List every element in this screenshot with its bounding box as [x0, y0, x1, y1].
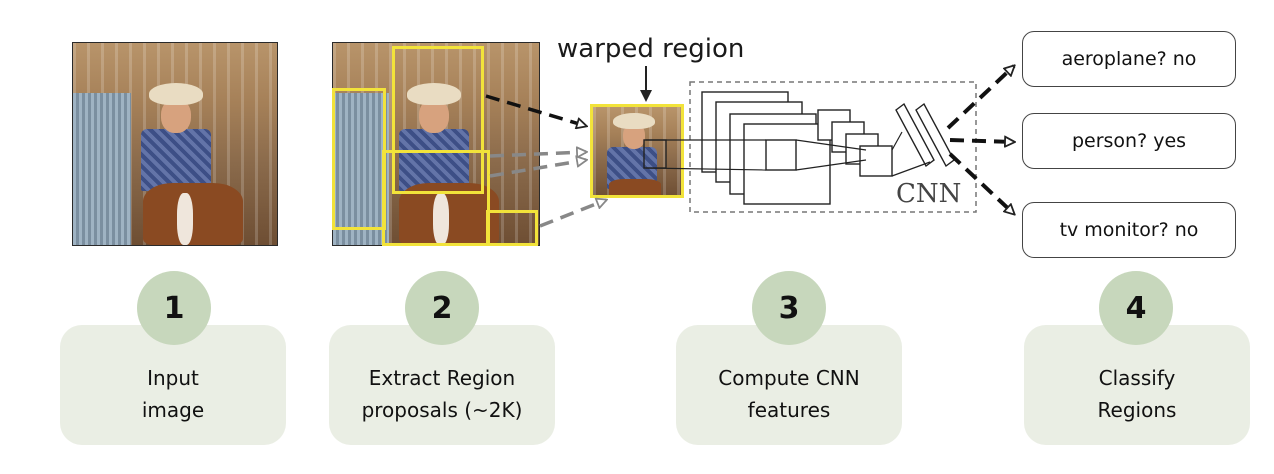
- rider-shirt: [399, 129, 469, 191]
- step-label: Extract Region proposals (~2K): [361, 366, 523, 422]
- arrow-output-3: [948, 152, 1014, 214]
- horse: [143, 183, 243, 245]
- step-card-1: Input image: [60, 325, 286, 445]
- output-tv-monitor: tv monitor? no: [1022, 202, 1236, 258]
- proposals-image: [332, 42, 540, 246]
- arrow-output-2: [949, 140, 1014, 142]
- proposal-box-person: [392, 46, 484, 194]
- proposal-box-horse: [382, 150, 490, 246]
- cnn-layer-2: [817, 109, 893, 177]
- horse-blaze: [433, 193, 449, 245]
- horse-blaze: [177, 193, 193, 245]
- horse: [609, 179, 661, 197]
- output-person: person? yes: [1022, 113, 1236, 169]
- step-label: Compute CNN features: [718, 366, 860, 422]
- cnn-enclosure: [689, 81, 977, 213]
- step-number-4: 4: [1099, 271, 1173, 345]
- step-number-3: 3: [752, 271, 826, 345]
- rider-face: [623, 123, 645, 149]
- cnn-kernel-box: [765, 139, 797, 171]
- cnn-label: CNN: [896, 179, 961, 209]
- rider-shirt: [141, 129, 211, 191]
- warped-label-pointer: [640, 66, 652, 102]
- cnn-fc-layers: [895, 102, 955, 168]
- fence-panel: [333, 93, 389, 245]
- fence-panel: [73, 93, 131, 245]
- warped-region-frame: [590, 104, 684, 198]
- step-card-4: Classify Regions: [1024, 325, 1250, 445]
- step-label: Classify Regions: [1097, 366, 1177, 422]
- cnn-projection-lines: [645, 131, 931, 177]
- step-label: Input image: [141, 366, 205, 422]
- arrow-proposal-4: [539, 200, 606, 228]
- step-card-3: Compute CNN features: [676, 325, 902, 445]
- arrow-output-1: [946, 66, 1014, 130]
- step-card-2: Extract Region proposals (~2K): [329, 325, 555, 445]
- proposal-box-small: [486, 210, 538, 246]
- output-aeroplane: aeroplane? no: [1022, 31, 1236, 87]
- proposal-box-panel: [332, 88, 386, 230]
- rider-hat: [149, 83, 203, 105]
- rider-hat: [407, 83, 461, 105]
- step-number-2: 2: [405, 271, 479, 345]
- step-number-1: 1: [137, 271, 211, 345]
- input-image: [72, 42, 278, 246]
- warped-region-label: warped region: [557, 34, 745, 64]
- cnn-layer-1: [701, 91, 831, 205]
- rider-hat: [613, 113, 655, 129]
